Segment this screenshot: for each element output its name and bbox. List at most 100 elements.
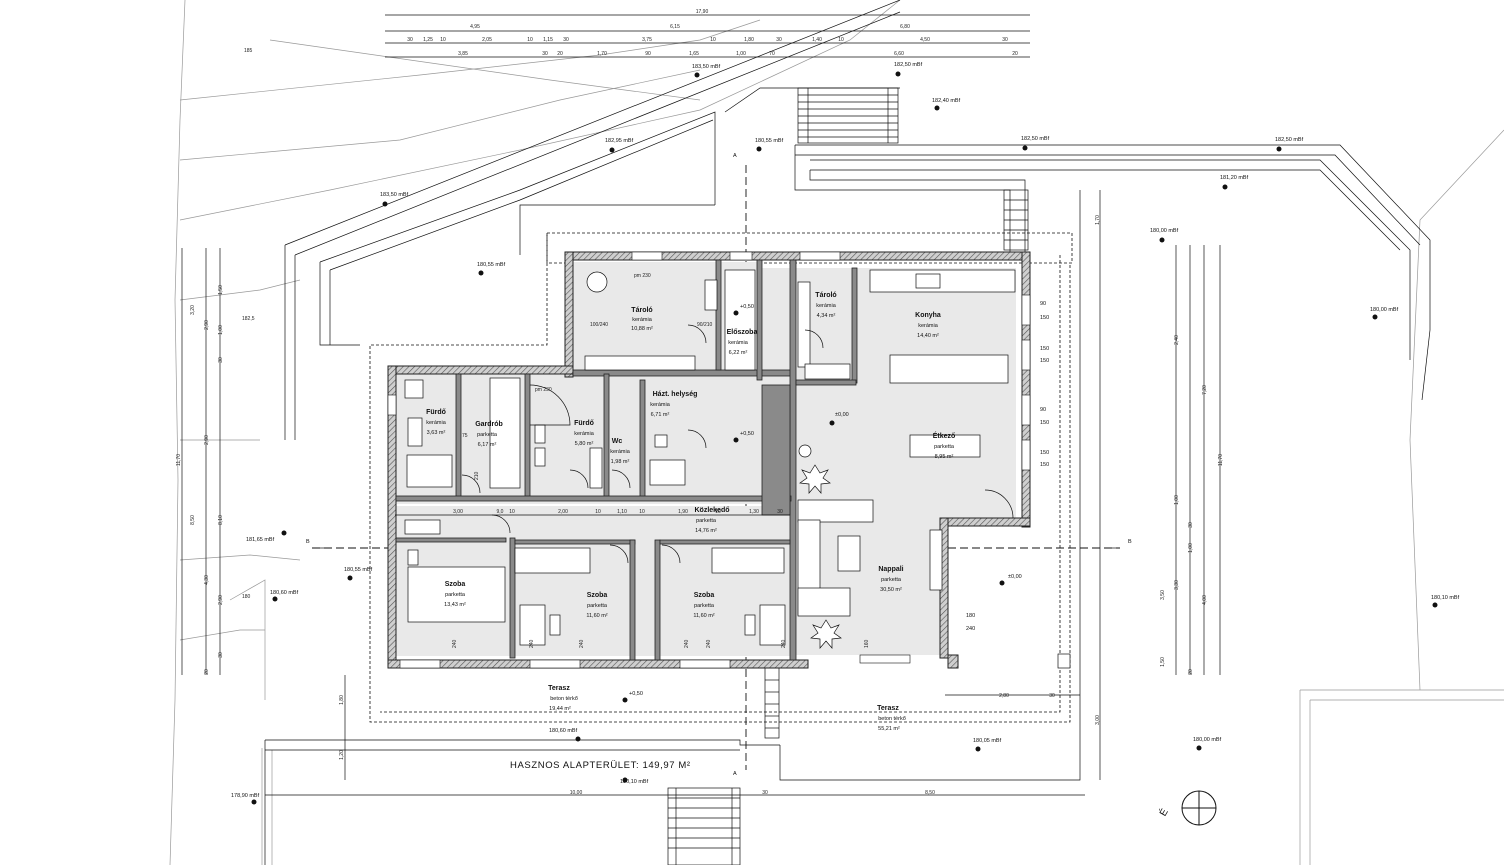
dim: 10 [838, 37, 844, 43]
svg-text:183,50 mBf: 183,50 mBf [380, 192, 409, 198]
svg-text:180,60 mBf: 180,60 mBf [549, 728, 578, 734]
code: 240 [706, 639, 712, 648]
svg-text:6,22 m²: 6,22 m² [729, 350, 748, 356]
svg-text:±0,00: ±0,00 [1008, 574, 1022, 580]
dim: 4,95 [470, 24, 480, 30]
dim: 1,00 [1174, 495, 1180, 505]
svg-text:parketta: parketta [587, 603, 608, 609]
dim: 20 [1188, 669, 1194, 675]
svg-text:181,20 mBf: 181,20 mBf [1220, 175, 1249, 181]
dim: 3,30 [1174, 580, 1180, 590]
right-dimensions: 11,70 7,20 2,40 1,00 30 1,00 3,50 3,30 4… [1095, 215, 1224, 725]
dim: 30 [1188, 522, 1194, 528]
svg-text:Gardrób: Gardrób [475, 421, 503, 428]
code: 180 [966, 613, 975, 619]
svg-text:182,50 mBf: 182,50 mBf [894, 62, 923, 68]
dim: 1,15 [543, 37, 553, 43]
furniture [404, 269, 1071, 669]
walls [387, 251, 1031, 669]
code: 150 [1040, 462, 1049, 468]
dim: 1,80 [744, 37, 754, 43]
dim: 10 [509, 509, 515, 515]
dim: 1,20 [339, 750, 345, 760]
room-haztartas: Házt. helység kerámia 6,71 m² [650, 391, 697, 418]
room-szoba1: Szoba parketta 13,43 m² [444, 581, 466, 608]
svg-text:11,60 m²: 11,60 m² [586, 613, 607, 619]
room-terasz1: Terasz beton térkő 19,44 m² [548, 685, 578, 712]
svg-text:Házt. helység: Házt. helység [653, 391, 698, 398]
svg-text:6,71 m²: 6,71 m² [651, 412, 670, 418]
svg-text:parketta: parketta [934, 444, 955, 450]
dim: 8,50 [925, 790, 935, 796]
dim: 3,85 [458, 51, 468, 57]
svg-text:181,65 mBf: 181,65 mBf [246, 537, 275, 543]
dim: 1,70 [597, 51, 607, 57]
dim: 10 [440, 37, 446, 43]
dim: 30 [776, 37, 782, 43]
svg-text:kerámia: kerámia [650, 402, 671, 408]
svg-text:Terasz: Terasz [877, 705, 899, 712]
svg-text:55,21 m²: 55,21 m² [878, 726, 900, 732]
dim: 30 [1002, 37, 1008, 43]
room-furdo2: Fürdő kerámia 5,80 m² [574, 420, 595, 447]
room-furdo1: Fürdő kerámia 3,63 m² [426, 409, 447, 436]
dim: 3,00 [453, 509, 463, 515]
svg-text:Előszoba: Előszoba [727, 329, 758, 336]
svg-text:kerámia: kerámia [728, 340, 749, 346]
svg-text:+0,50: +0,50 [740, 431, 754, 437]
code: 150 [1040, 315, 1049, 321]
inner-dimensions: 3,00 9,0 10 2,00 10 1,10 10 1,90 10 1,30… [453, 509, 1055, 796]
room-wc: Wc kerámia 1,98 m² [610, 438, 631, 465]
room-szoba2: Szoba parketta 11,60 m² [586, 592, 608, 619]
dim: 30 [218, 357, 224, 363]
dim: 1,00 [1188, 543, 1194, 553]
svg-text:beton térkő: beton térkő [878, 716, 906, 722]
north-label: É [1156, 806, 1171, 819]
svg-text:beton térkő: beton térkő [550, 696, 578, 702]
dim: 20 [204, 669, 210, 675]
dim: 1,70 [1095, 215, 1101, 225]
svg-text:parketta: parketta [694, 603, 715, 609]
svg-text:kerámia: kerámia [816, 303, 837, 309]
svg-text:180,55 mBf: 180,55 mBf [344, 567, 373, 573]
dim: 1,50 [218, 285, 224, 295]
svg-text:180,05 mBf: 180,05 mBf [973, 738, 1002, 744]
dim: 30 [1049, 693, 1055, 699]
dim: 6,80 [900, 24, 910, 30]
svg-text:parketta: parketta [696, 518, 717, 524]
dim: 1,10 [617, 509, 627, 515]
dim: 1,40 [812, 37, 822, 43]
code: 90 [1040, 407, 1046, 413]
level-markers [251, 71, 1438, 805]
dim: 30 [218, 652, 224, 658]
dim: 10 [527, 37, 533, 43]
svg-text:178,90 mBf: 178,90 mBf [231, 793, 260, 799]
svg-text:parketta: parketta [445, 592, 466, 598]
svg-text:14,76 m²: 14,76 m² [695, 528, 717, 534]
dim: 9,0 [497, 509, 504, 515]
code: pm 230 [535, 387, 552, 393]
svg-text:19,44 m²: 19,44 m² [549, 706, 571, 712]
room-gardrob: Gardrób parketta 6,17 m² [475, 421, 503, 448]
code: 240 [684, 639, 690, 648]
svg-text:180: 180 [242, 594, 251, 600]
dim: 8,50 [190, 515, 196, 525]
svg-text:Terasz: Terasz [548, 685, 570, 692]
dimension-lines [181, 14, 1221, 796]
dim: 1,30 [749, 509, 759, 515]
svg-text:183,50 mBf: 183,50 mBf [692, 64, 721, 70]
plant-icon [799, 464, 842, 649]
section-letters: A A B B [306, 153, 1132, 777]
svg-text:+0,50: +0,50 [740, 304, 754, 310]
svg-text:kerámia: kerámia [574, 431, 595, 437]
svg-text:182,40 mBf: 182,40 mBf [932, 98, 961, 104]
retaining-walls [264, 0, 1431, 865]
dim: 4,30 [204, 575, 210, 585]
code: 150 [1040, 358, 1049, 364]
dim: 3,75 [642, 37, 652, 43]
dim: 10 [710, 37, 716, 43]
dim: 1,65 [689, 51, 699, 57]
svg-text:180,00 mBf: 180,00 mBf [1150, 228, 1179, 234]
dim: 1,90 [678, 509, 688, 515]
